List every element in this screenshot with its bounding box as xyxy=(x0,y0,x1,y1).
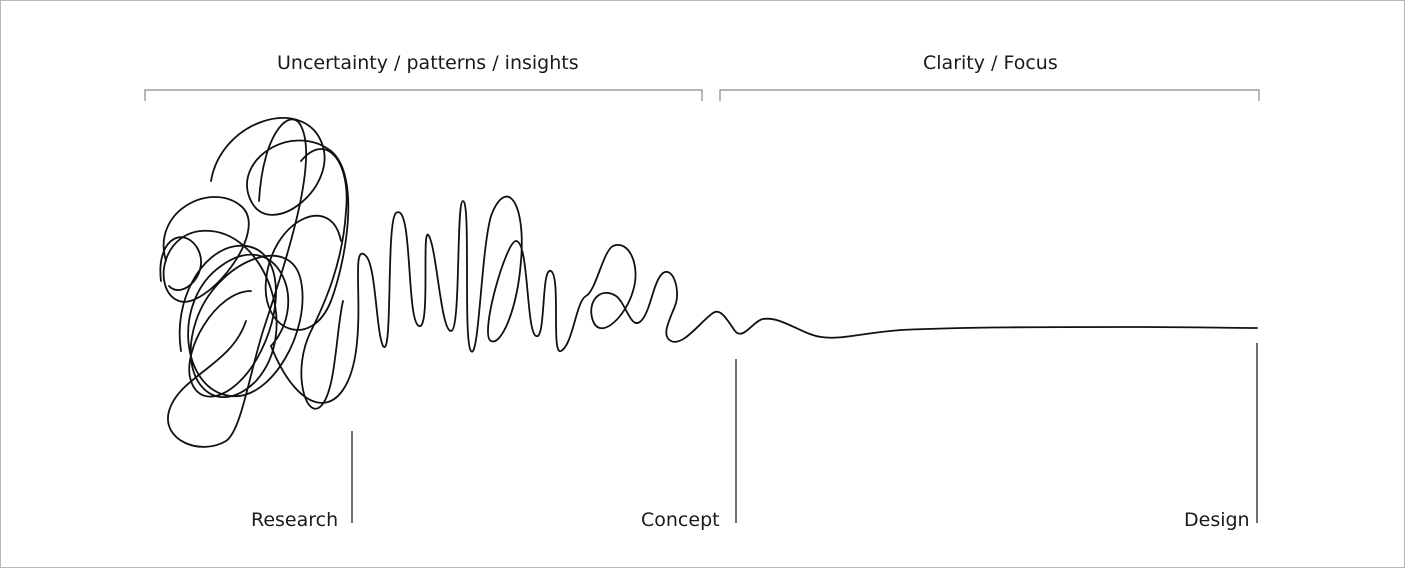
stage-label-design: Design xyxy=(1184,509,1250,531)
stage-label-research: Research xyxy=(251,509,339,531)
stage-label-concept: Concept xyxy=(641,509,720,531)
bracket-uncertainty xyxy=(144,89,703,101)
header-clarity: Clarity / Focus xyxy=(923,52,1058,74)
bracket-clarity xyxy=(719,89,1260,101)
header-uncertainty: Uncertainty / patterns / insights xyxy=(277,52,579,74)
process-scribble xyxy=(159,117,1258,448)
